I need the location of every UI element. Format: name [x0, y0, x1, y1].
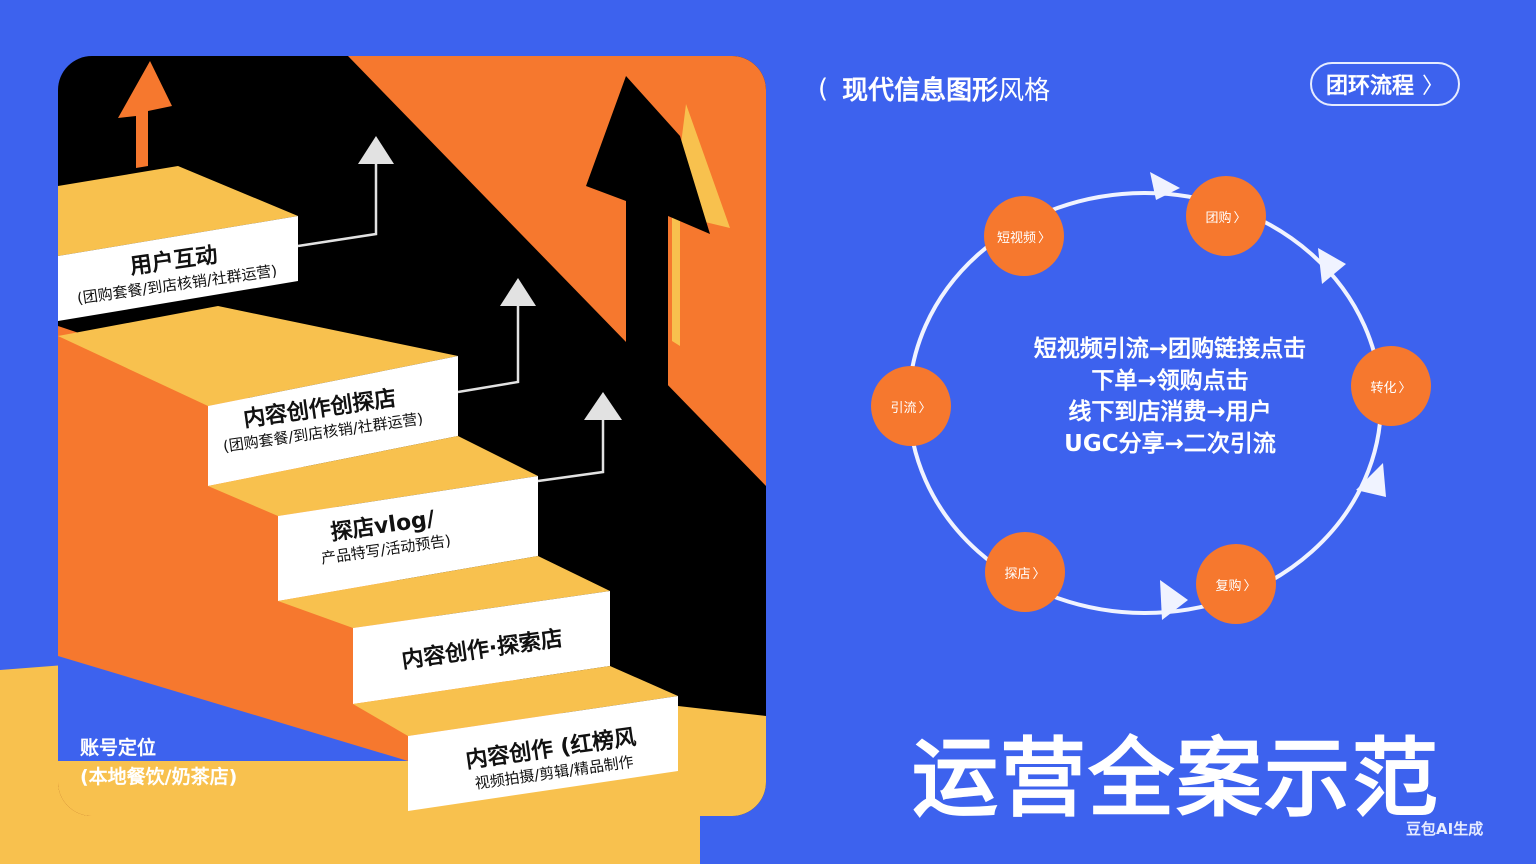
node-label: 转化 [1370, 380, 1397, 396]
ai-watermark: 豆包AI生成 [1406, 820, 1484, 838]
grey-arrow-3-icon [537, 392, 622, 483]
cycle-node-repurchase[interactable]: 复购 〉 [1196, 544, 1276, 624]
center-line: 线下到店消费→用户 [1068, 399, 1272, 426]
chevron-right-icon: 〉 [1032, 566, 1046, 582]
header-style-bold: 现代信息图形 [842, 76, 999, 106]
chevron-right-icon: 〉 [1398, 380, 1412, 396]
header-style-light: 风格 [998, 76, 1051, 106]
node-label: 短视频 [996, 230, 1036, 246]
cycle-node-group-buy[interactable]: 团购 〉 [1186, 176, 1266, 256]
cycle-node-conversion[interactable]: 转化 〉 [1351, 346, 1431, 426]
staircase-illustration [58, 56, 766, 816]
arrow-head-icon [1356, 463, 1386, 497]
center-line: 下单→领购点击 [1091, 367, 1249, 394]
center-line: UGC分享→二次引流 [1064, 431, 1276, 458]
node-label: 复购 [1215, 578, 1242, 594]
node-label: 探店 [1004, 566, 1031, 582]
account-title: 账号定位 [80, 737, 157, 759]
arrow-head-icon [1318, 248, 1346, 284]
black-up-arrow-icon [586, 76, 730, 396]
step-2 [278, 556, 610, 704]
cycle-flow-pill-button[interactable]: 团环流程 〉 [1310, 62, 1460, 106]
style-header: ( 现代信息图形 风格 [818, 70, 1050, 107]
cycle-node-store-visit[interactable]: 探店 〉 [985, 532, 1065, 612]
header-paren: ( [818, 73, 829, 104]
node-label: 引流 [890, 400, 917, 416]
orange-up-arrow-icon [118, 61, 172, 168]
node-label: 团购 [1205, 210, 1232, 226]
pill-label: 团环流程 [1325, 74, 1414, 99]
cycle-node-short-video[interactable]: 短视频 〉 [984, 196, 1064, 276]
step-4 [58, 306, 458, 486]
cycle-node-traffic[interactable]: 引流 〉 [871, 366, 951, 446]
grey-arrow-2-icon [457, 278, 536, 394]
main-title: 运营全案示范 [912, 728, 1440, 829]
chevron-right-icon: 〉 [1243, 578, 1257, 594]
staircase-card [58, 56, 766, 816]
blue-wedge-region [58, 656, 408, 761]
center-line: 短视频引流→团购链接点击 [1033, 336, 1307, 362]
account-subtitle: (本地餐饮/奶茶店) [80, 766, 238, 789]
arrow-head-icon [1160, 580, 1188, 620]
chevron-right-icon: 〉 [918, 400, 932, 416]
cycle-center-text: 短视频引流→团购链接点击 下单→领购点击 线下到店消费→用户 UGC分享→二次引… [990, 334, 1350, 461]
step-5 [58, 166, 298, 321]
chevron-right-icon: 〉 [1038, 230, 1052, 246]
account-positioning-label: 账号定位 (本地餐饮/奶茶店) [80, 734, 237, 793]
chevron-right-icon: 〉 [1233, 210, 1247, 226]
arrow-head-icon [1150, 172, 1180, 200]
step-1 [353, 666, 678, 811]
chevron-right-icon: 〉 [1422, 74, 1445, 99]
grey-arrow-1-icon [297, 136, 394, 248]
step-3 [208, 436, 538, 601]
